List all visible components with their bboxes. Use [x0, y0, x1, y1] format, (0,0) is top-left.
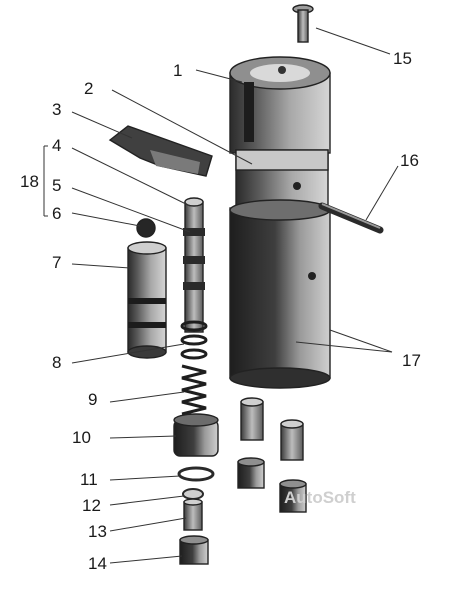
part-small-ring [182, 488, 204, 500]
part-spring [181, 364, 207, 416]
callout-8: 8 [52, 353, 61, 372]
part-sleeve [127, 241, 167, 359]
callout-15: 15 [393, 49, 412, 68]
part-bushing-pair [237, 457, 307, 513]
callout-5: 5 [52, 176, 61, 195]
callout-1: 1 [173, 61, 182, 80]
callout-9: 9 [88, 390, 97, 409]
part-bushing [179, 535, 209, 565]
watermark: AutoSoft [284, 488, 356, 507]
part-lever [108, 125, 213, 177]
part-screw [292, 4, 314, 43]
part-ball [136, 218, 156, 238]
callout-7: 7 [52, 253, 61, 272]
part-top-cap [229, 56, 331, 154]
callout-10: 10 [72, 428, 91, 447]
bracket-18 [43, 145, 48, 217]
callout-17: 17 [402, 351, 421, 370]
leader-lines [71, 27, 399, 564]
part-pin [318, 202, 384, 234]
part-main-housing [229, 199, 331, 389]
callout-11: 11 [80, 470, 98, 489]
callout-12: 12 [82, 496, 101, 515]
callout-2: 2 [84, 79, 93, 98]
callout-18: 18 [20, 172, 39, 191]
part-valve-body [173, 413, 219, 457]
part-valve-pair [240, 397, 304, 461]
callout-13: 13 [88, 522, 107, 541]
part-plunger-rod [183, 197, 205, 333]
callout-6: 6 [52, 204, 61, 223]
callout-3: 3 [52, 100, 61, 119]
part-small-valve [183, 498, 203, 531]
callout-16: 16 [400, 151, 419, 170]
part-washer [177, 466, 215, 482]
callout-14: 14 [88, 554, 107, 573]
part-o-rings [180, 320, 208, 360]
callout-4: 4 [52, 136, 61, 155]
